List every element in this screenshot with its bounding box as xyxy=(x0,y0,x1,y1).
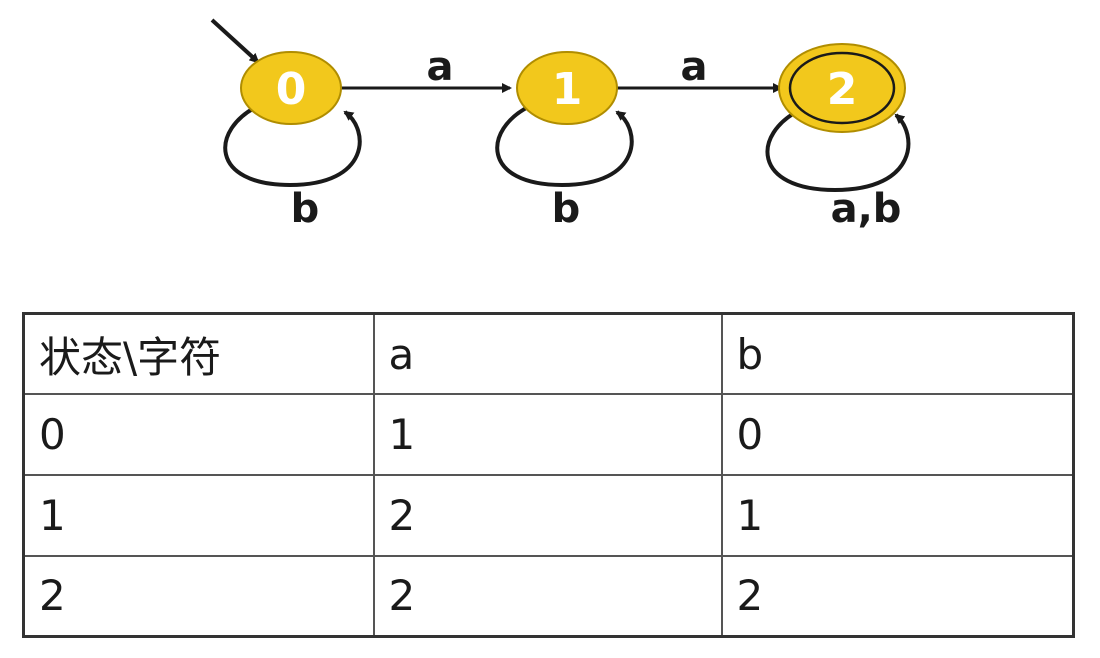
self-loop-2 xyxy=(765,108,911,193)
state-node-1: 1 xyxy=(516,51,618,125)
state-node-0: 0 xyxy=(240,51,342,125)
transition-table-wrapper: 状态\字符 a b 0 1 0 1 2 1 2 2 2 xyxy=(22,312,1075,638)
table-row: 1 2 1 xyxy=(22,474,1075,557)
transition-table: 状态\字符 a b 0 1 0 1 2 1 2 2 2 xyxy=(22,312,1075,638)
self-loop-label-0: b xyxy=(291,186,320,232)
table-cell: 0 xyxy=(720,393,1075,476)
header-a: a xyxy=(372,312,723,396)
table-header-row: 状态\字符 a b xyxy=(22,312,1075,396)
self-loop-1 xyxy=(495,104,634,188)
table-cell: 2 xyxy=(720,554,1075,638)
self-loop-label-2: a,b xyxy=(831,186,902,232)
table-cell: 1 xyxy=(22,474,375,557)
self-loop-label-1: b xyxy=(552,186,581,232)
edge-label-0-to-1: a xyxy=(427,44,454,90)
edge-label-1-to-2: a xyxy=(681,44,708,90)
state-label-1: 1 xyxy=(552,64,583,115)
table-cell: 2 xyxy=(372,554,723,638)
table-cell: 1 xyxy=(720,474,1075,557)
table-row: 0 1 0 xyxy=(22,393,1075,476)
header-b: b xyxy=(720,312,1075,396)
table-cell: 2 xyxy=(372,474,723,557)
table-cell: 0 xyxy=(22,393,375,476)
state-node-2: 2 xyxy=(778,43,906,133)
state-label-0: 0 xyxy=(276,64,307,115)
table-row: 2 2 2 xyxy=(22,554,1075,638)
start-arrow xyxy=(210,18,260,64)
table-cell: 2 xyxy=(22,554,375,638)
state-label-2: 2 xyxy=(827,64,858,115)
self-loop-0 xyxy=(223,104,362,188)
table-cell: 1 xyxy=(372,393,723,476)
state-diagram: a a b b a,b 0 1 2 xyxy=(210,18,911,232)
header-state-char: 状态\字符 xyxy=(22,312,375,396)
